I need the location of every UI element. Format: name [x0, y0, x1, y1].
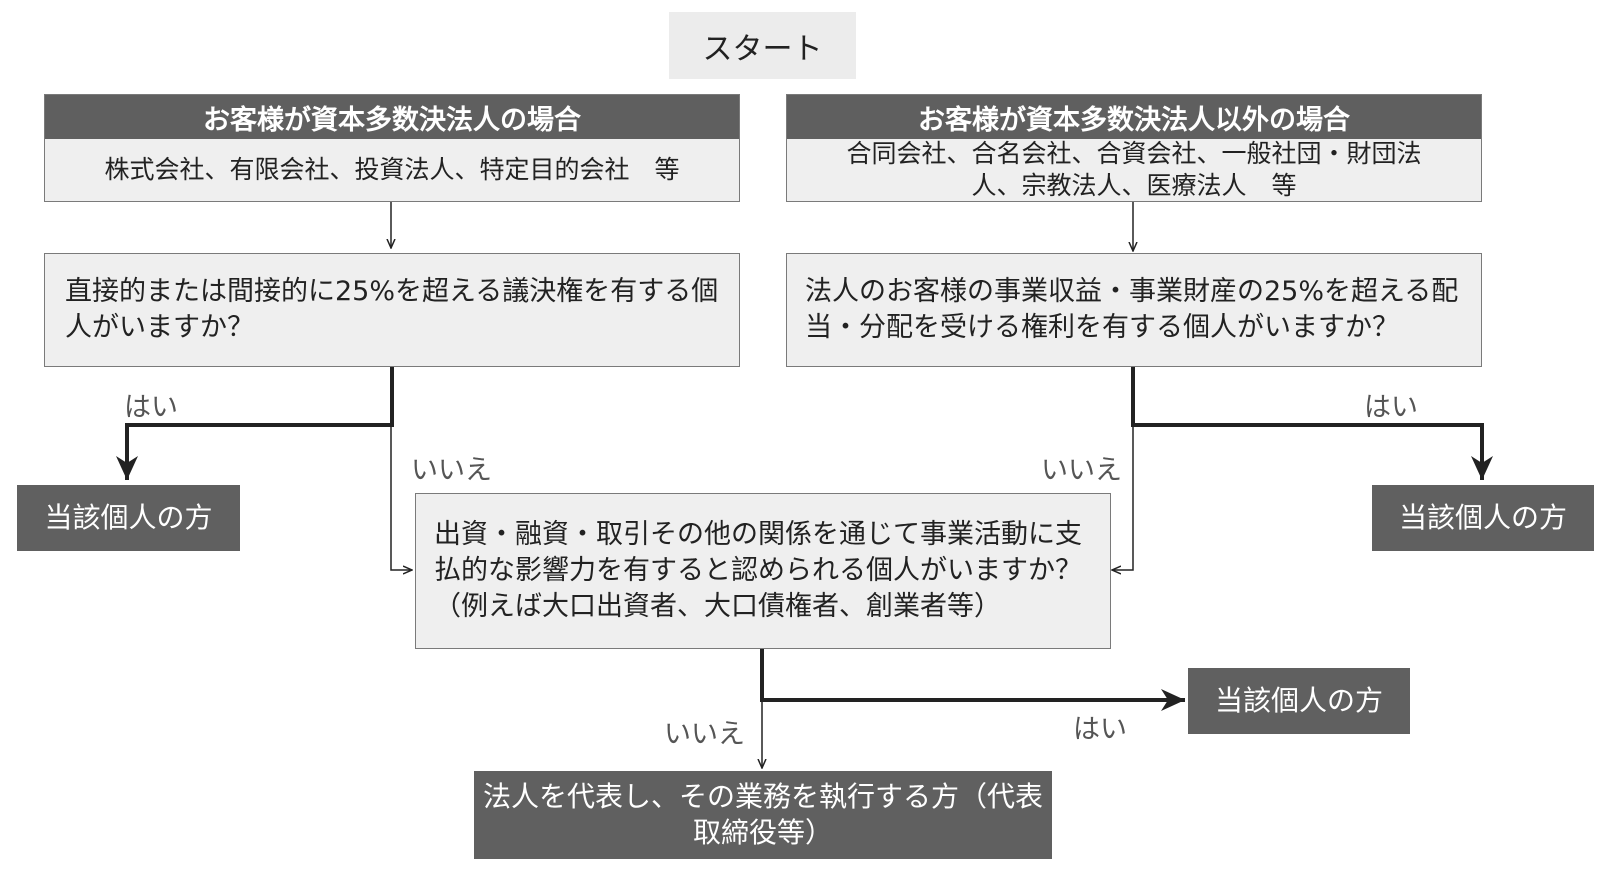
label-right-yes: はい: [1364, 392, 1418, 423]
left-branch-header: お客様が資本多数決法人の場合: [45, 95, 739, 139]
start-node: スタート: [669, 12, 856, 79]
left-question: 直接的または間接的に25%を超える議決権を有する個人がいますか？: [44, 253, 740, 367]
right-question: 法人のお客様の事業収益・事業財産の25%を超える配当・分配を受ける権利を有する個…: [786, 253, 1482, 367]
label-left-yes: はい: [124, 392, 178, 423]
edge-middle-yes: [760, 649, 1185, 711]
label-middle-yes: はい: [1073, 714, 1127, 745]
label-left-no: いいえ: [411, 455, 492, 486]
middle-question: 出資・融資・取引その他の関係を通じて事業活動に支払的な影響力を有すると認められる…: [415, 493, 1111, 649]
outcome-individual-left: 当該個人の方: [17, 485, 240, 551]
outcome-representative: 法人を代表し、その業務を執行する方（代表取締役等）: [474, 771, 1052, 859]
outcome-individual-middle: 当該個人の方: [1188, 668, 1410, 734]
label-middle-no: いいえ: [664, 719, 745, 750]
edge-left-no: [390, 425, 412, 570]
right-branch-header: お客様が資本多数決法人以外の場合: [787, 95, 1481, 139]
edge-left-yes: [116, 367, 394, 480]
right-branch-box: お客様が資本多数決法人以外の場合 合同会社、合名会社、合資会社、一般社団・財団法…: [786, 94, 1482, 202]
right-branch-examples: 合同会社、合名会社、合資会社、一般社団・財団法人、宗教法人、医療法人 等: [846, 139, 1422, 200]
edge-right-yes: [1131, 367, 1493, 480]
left-branch-box: お客様が資本多数決法人の場合 株式会社、有限会社、投資法人、特定目的会社 等: [44, 94, 740, 202]
edge-right-no: [1112, 425, 1134, 570]
left-branch-examples: 株式会社、有限会社、投資法人、特定目的会社 等: [104, 155, 680, 184]
outcome-individual-right: 当該個人の方: [1372, 485, 1594, 551]
label-right-no: いいえ: [1041, 455, 1122, 486]
